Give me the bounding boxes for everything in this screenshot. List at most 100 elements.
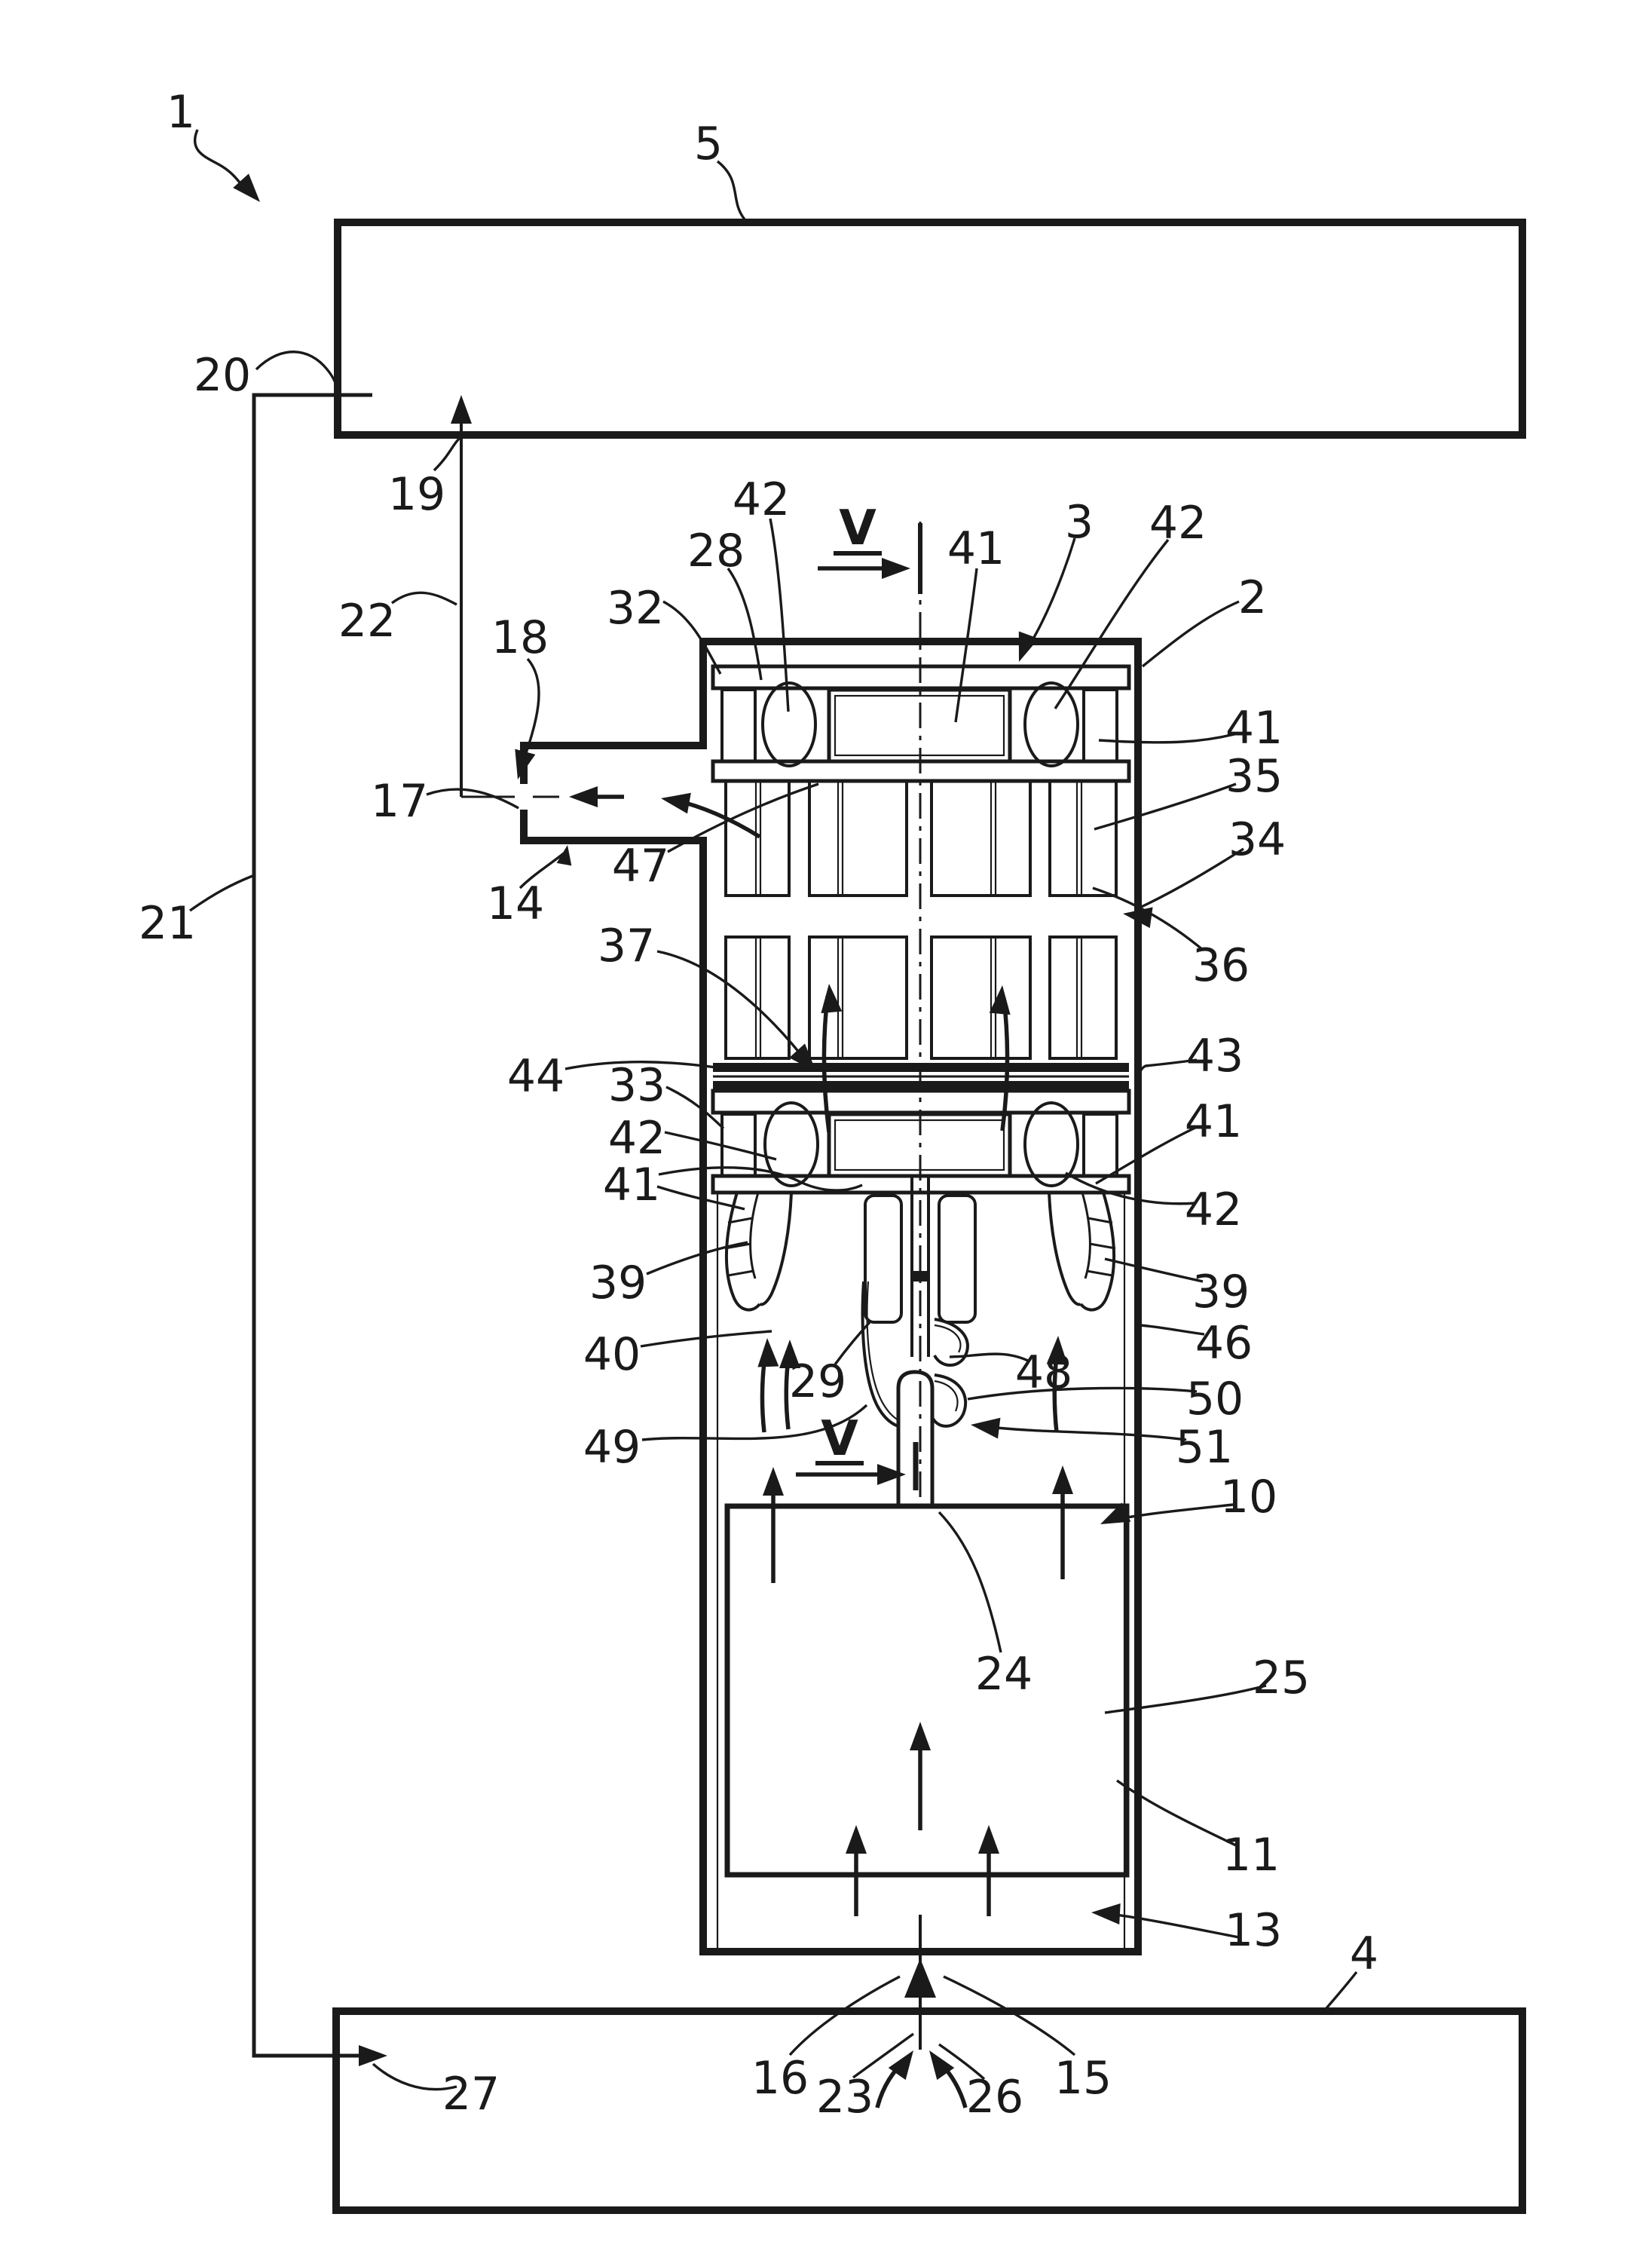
ref-1: 1	[167, 86, 195, 139]
seal-ring-left	[761, 681, 817, 767]
leader-5	[716, 160, 746, 221]
leader-41-mid-right	[1095, 1126, 1196, 1185]
central-stem-assembly	[861, 1176, 977, 1506]
box-bottom-flow-arrowhead	[846, 1825, 867, 1854]
riser-arrowhead	[451, 395, 472, 424]
leader-48	[949, 1352, 1030, 1363]
flow-arrows	[569, 786, 1073, 2108]
leader-26	[938, 2043, 986, 2081]
ref-16: 16	[751, 2052, 809, 2105]
ref-10: 10	[1220, 1471, 1277, 1523]
ref-42-top-right: 42	[1149, 497, 1207, 550]
ref-37: 37	[598, 920, 655, 972]
leader-23	[852, 2032, 914, 2079]
leader-20	[255, 351, 340, 394]
hook-upper-curl-inner	[934, 1324, 962, 1353]
ref-42-mid-left: 42	[608, 1112, 665, 1165]
leader-41-mid-left-b	[656, 1185, 745, 1211]
ref-15: 15	[1054, 2052, 1112, 2105]
ref-19: 19	[388, 468, 445, 521]
claw-inner-edge	[749, 1192, 760, 1279]
leader-42-mid-left	[664, 1131, 777, 1161]
ref-46: 46	[1195, 1317, 1253, 1370]
ref-14: 14	[487, 877, 544, 930]
leader-3-arrowhead	[1018, 631, 1039, 662]
ref-48: 48	[1015, 1346, 1072, 1399]
bypass-flow-arrowhead	[757, 1338, 779, 1367]
filter-pleat	[930, 935, 1032, 1060]
leader-51-arrowhead	[971, 1417, 1001, 1439]
ref-4: 4	[1350, 1928, 1378, 1980]
ref-13: 13	[1225, 1904, 1282, 1957]
inlet-arrowhead	[904, 1958, 936, 1998]
filter-pleat-rows	[724, 779, 1118, 1060]
box-center-flow-arrowhead	[910, 1722, 931, 1750]
leader-41-top	[954, 568, 978, 723]
ref-33: 33	[608, 1059, 665, 1112]
section-marker-bottom: V	[796, 1411, 906, 1485]
filter-pleat	[724, 935, 791, 1060]
ref-23: 23	[816, 2071, 873, 2124]
claw-hook-edge	[759, 1192, 793, 1306]
ref-36: 36	[1192, 939, 1250, 992]
leader-13	[1104, 1912, 1240, 1939]
header-left-column	[720, 688, 757, 763]
upper-unit-box	[334, 219, 1526, 439]
header-right-column	[1082, 688, 1118, 763]
filter-pleat	[808, 779, 908, 897]
section-letter-top: V	[839, 501, 876, 556]
ref-26: 26	[966, 2071, 1023, 2124]
ref-43: 43	[1186, 1030, 1244, 1082]
claw-hook-edge	[1048, 1192, 1081, 1306]
filter-pleat	[930, 779, 1032, 897]
stem-crossbar	[912, 1271, 928, 1282]
filter-pleat	[1048, 779, 1118, 897]
duct-flow-arrowhead	[569, 786, 598, 807]
leader-36	[1092, 886, 1204, 951]
leader-41-right-upper	[1098, 733, 1235, 744]
ref-42-mid-right: 42	[1185, 1184, 1242, 1236]
leader-10	[1113, 1503, 1234, 1521]
pleat-flow-arrowhead	[821, 984, 843, 1014]
hook-lower-curl-inner	[934, 1380, 959, 1412]
leader-43	[1136, 1058, 1198, 1085]
leader-27	[372, 2062, 457, 2091]
leader-42-mid-right	[1065, 1171, 1196, 1205]
duct-flow-arrowhead	[661, 792, 691, 814]
leader-34-arrowhead	[1123, 907, 1153, 929]
leader-39-left	[646, 1241, 748, 1275]
ref-32: 32	[607, 582, 664, 635]
ref-42-top-left: 42	[733, 473, 790, 526]
leader-lines	[189, 129, 1358, 2091]
ref-41-top: 41	[947, 522, 1005, 575]
leader-2	[1141, 600, 1240, 668]
leader-42-top-left	[769, 518, 790, 712]
latching-claw-left	[724, 1192, 793, 1312]
seal-ring-left	[763, 1101, 819, 1187]
seal-ring-right	[1023, 681, 1079, 767]
leader-21	[189, 874, 253, 912]
ref-34: 34	[1228, 813, 1286, 866]
leader-4	[1325, 1971, 1358, 2010]
leader-49	[641, 1404, 868, 1441]
ref-41-right-upper: 41	[1225, 702, 1283, 755]
leader-28	[727, 568, 763, 681]
ref-22: 22	[338, 595, 396, 648]
leader-14-arrowhead	[556, 845, 572, 866]
ref-24: 24	[975, 1648, 1032, 1701]
leader-29	[834, 1321, 871, 1365]
leader-3	[1025, 537, 1076, 651]
bypass-flow-arrowhead	[1046, 1336, 1068, 1365]
leader-41-mid-left-a	[658, 1166, 863, 1192]
section-marker-top: V	[818, 501, 922, 594]
ref-11: 11	[1222, 1829, 1280, 1882]
ref-20: 20	[194, 349, 251, 402]
leader-17	[426, 788, 519, 810]
filter-pleat	[724, 779, 791, 897]
ref-41-mid-left: 41	[603, 1159, 660, 1211]
ref-18: 18	[491, 611, 549, 664]
ref-49: 49	[583, 1421, 641, 1474]
loop-conduit-line	[252, 393, 372, 2058]
pleat-flow-arrowhead	[989, 985, 1011, 1015]
leader-14	[519, 852, 565, 890]
